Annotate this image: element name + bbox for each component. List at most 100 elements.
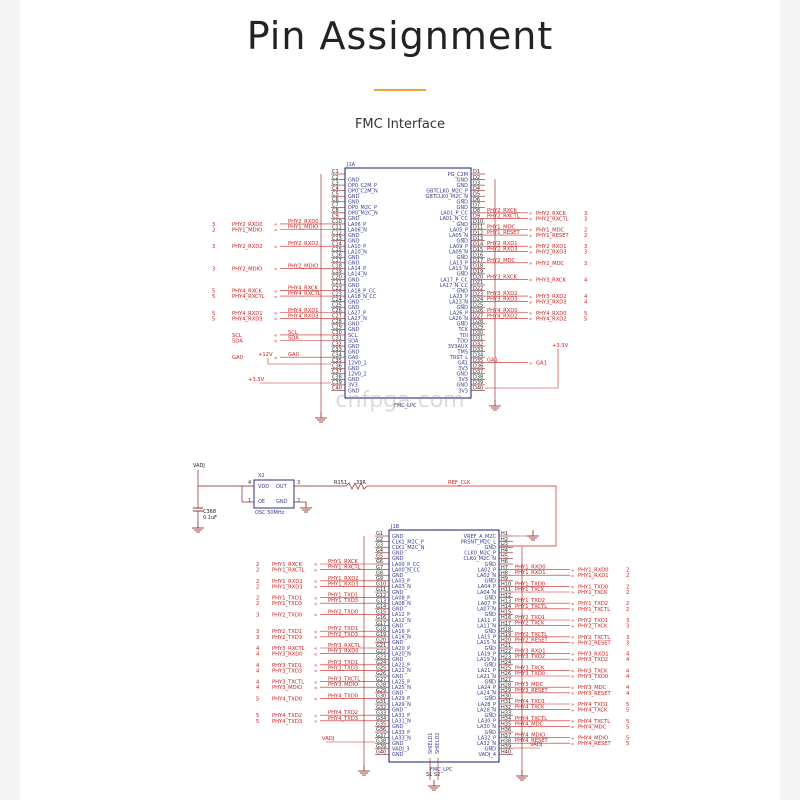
j1a-lpin-num: C37	[332, 369, 342, 375]
j1a-rnet-arrow: »	[529, 361, 532, 367]
j1b-rnet-arrow: »	[571, 725, 574, 731]
j1b-body	[388, 529, 500, 763]
j1b-rpin-sig: GND	[485, 562, 497, 568]
j1b-lnet-arrow: «	[314, 663, 317, 669]
j1b-lnet-label: PHY3_TXD3	[328, 665, 358, 671]
j1b-lpin-num: G26	[376, 671, 386, 677]
j1a-lnet-label: PHY2_RXD2	[288, 241, 319, 247]
j1b-rnet-sheet: 4	[626, 674, 630, 680]
j1b-lnet-arrow: «	[314, 713, 317, 719]
j1b-rnet-port: PHY4_MDIO	[578, 736, 608, 742]
j1b-rnet-label: PHY4_TXD1	[515, 699, 545, 705]
j1b-lpin-num: G22	[376, 649, 386, 655]
j1a-lnet-port: SCL	[232, 333, 242, 339]
j1a-rpin-num: D35	[473, 358, 483, 364]
j1a-lpin-sig: GND	[348, 305, 360, 311]
j1b-rpin-num: H20	[501, 638, 511, 644]
j1a-lnet-label: PHY2_MDIO	[288, 263, 318, 269]
j1a-lnet-port: PHY4_RXCK	[232, 289, 262, 295]
j1b-lpin-num: G5	[376, 554, 383, 560]
j1b-rpin-num: H19	[501, 632, 511, 638]
j1a-rpin-sig: GND	[457, 222, 469, 228]
j1b-lpin-sig: LA03_N	[392, 584, 411, 590]
j1b-lnet-label: PHY4_TXD2	[328, 710, 358, 716]
j1a-lnet-label: SCL	[288, 330, 298, 336]
j1a-rpin-sig: GBTCLK0_M2C_N	[425, 194, 468, 200]
j1b-rpin-sig: LA32_P	[478, 735, 496, 741]
j1a-lpin-sig: LA10_N	[348, 250, 367, 256]
j1a-lnet-arrow: «	[274, 244, 277, 250]
j1b-lnet-label: PHY2_TXD3	[328, 632, 358, 638]
j1a-rpin-sig: 3V3	[458, 377, 468, 383]
j1a-lnet-port: PHY2_MDIO	[232, 266, 262, 272]
j1b-lpin-sig: LA25_N	[392, 685, 411, 691]
j1b-rnet-sheet: 4	[626, 685, 630, 691]
j1a-lpin-sig: DP0_C2M_P	[348, 183, 377, 189]
j1b-rpin-num: H18	[501, 626, 511, 632]
j1b-lpin-num: G37	[376, 733, 386, 739]
j1a-rpin-sig: LA26_N	[449, 316, 468, 322]
j1a-lpin-num: C30	[332, 330, 342, 336]
j1b-lpin-num: G17	[376, 621, 386, 627]
j1a-rnet-label: PHY4_RXD0	[487, 308, 518, 314]
j1b-rpin-num: H3	[501, 542, 508, 548]
j1a-rpin-sig: TRST_L	[449, 355, 468, 361]
j1b-rnet-sheet: 4	[626, 691, 630, 697]
j1a-rpin-sig: LA05_P	[450, 227, 468, 233]
j1b-rnet-port: PHY4_RESET	[578, 741, 612, 747]
j1b-rpin-num: H10	[501, 582, 511, 588]
j1a-lpin-sig: GND	[348, 261, 360, 267]
j1a-lpin-num: C3	[332, 180, 339, 186]
j1b-lnet-arrow: «	[314, 596, 317, 602]
j1b-lnet-arrow: «	[314, 685, 317, 691]
j1a-rnet-arrow: »	[529, 261, 532, 267]
j1b-rnet-port: PHY3_RXD1	[578, 652, 609, 658]
j1b-lnet-arrow: «	[314, 719, 317, 725]
j1a-lpin-num: C21	[332, 280, 342, 286]
j1b-lpin-num: G7	[376, 565, 383, 571]
j1a-lpin-sig: GND	[348, 322, 360, 328]
osc-pin2: 2	[297, 498, 300, 504]
j1b-lnet-port: PHY1_RXD3	[272, 584, 303, 590]
j1b-lnet-label: PHY3_RXCTL	[328, 643, 361, 649]
osc-resistor	[345, 482, 368, 490]
j1b-lnet-port: PHY1_TXD1	[272, 596, 302, 602]
j1a-lpin-num: C17	[332, 258, 342, 264]
osc-pin3: 3	[297, 480, 300, 486]
j1b-rpin-num: H14	[501, 604, 511, 610]
j1b-rpin-sig: GND	[485, 595, 497, 601]
j1a-rpin-num: D14	[473, 241, 483, 247]
j1a-rpin-sig: TMS	[456, 349, 468, 355]
j1a-rnet-port: PHY1_MDC	[536, 228, 565, 234]
j1b-lpin-num: G36	[376, 727, 386, 733]
j1b-lnet-arrow: «	[314, 646, 317, 652]
j1a-lpin-sig: GND	[348, 238, 360, 244]
j1a-rpin-num: D20	[473, 275, 483, 281]
j1a-lnet-port: SDA	[232, 339, 243, 345]
j1b-rpin-num: H4	[501, 548, 508, 554]
j1b-lpin-num: G38	[376, 738, 386, 744]
j1b-lpin-sig: LA29_N	[392, 702, 411, 708]
osc-cap-ref: C368	[203, 509, 216, 515]
j1b-lpin-sig: LA00_N_CC	[392, 567, 421, 573]
j1b-lpin-sig: LA22_N	[392, 668, 411, 674]
j1b-rnet-port: PHY3_RESET	[578, 691, 612, 697]
j1a-lpin-num: C1	[332, 169, 339, 175]
j1b-rnet-sheet: 2	[626, 568, 629, 574]
right-margin	[780, 0, 800, 800]
j1b-lpin-num: G24	[376, 660, 386, 666]
j1b-lnet-sheet: 4	[256, 663, 260, 669]
j1b-rnet-port: PHY3_TXCK	[578, 668, 608, 674]
j1a-lpin-sig: GND	[348, 255, 360, 261]
j1a-lpin-sig: 12V0_1	[348, 361, 367, 367]
left-margin	[0, 0, 20, 800]
j1b-rpin-num: H37	[501, 733, 511, 739]
j1b-rpin-num: H7	[501, 565, 508, 571]
j1a-lpin-sig: LA18_P_CC	[348, 288, 376, 294]
j1b-rpin-num: H22	[501, 649, 511, 655]
j1b-rnet-label: PHY4_RESET	[515, 738, 549, 744]
j1a-rpin-num: D33	[473, 347, 483, 353]
j1a-rnet-sheet: 3	[584, 261, 587, 267]
j1a-lnet-port: GA0	[232, 355, 243, 361]
